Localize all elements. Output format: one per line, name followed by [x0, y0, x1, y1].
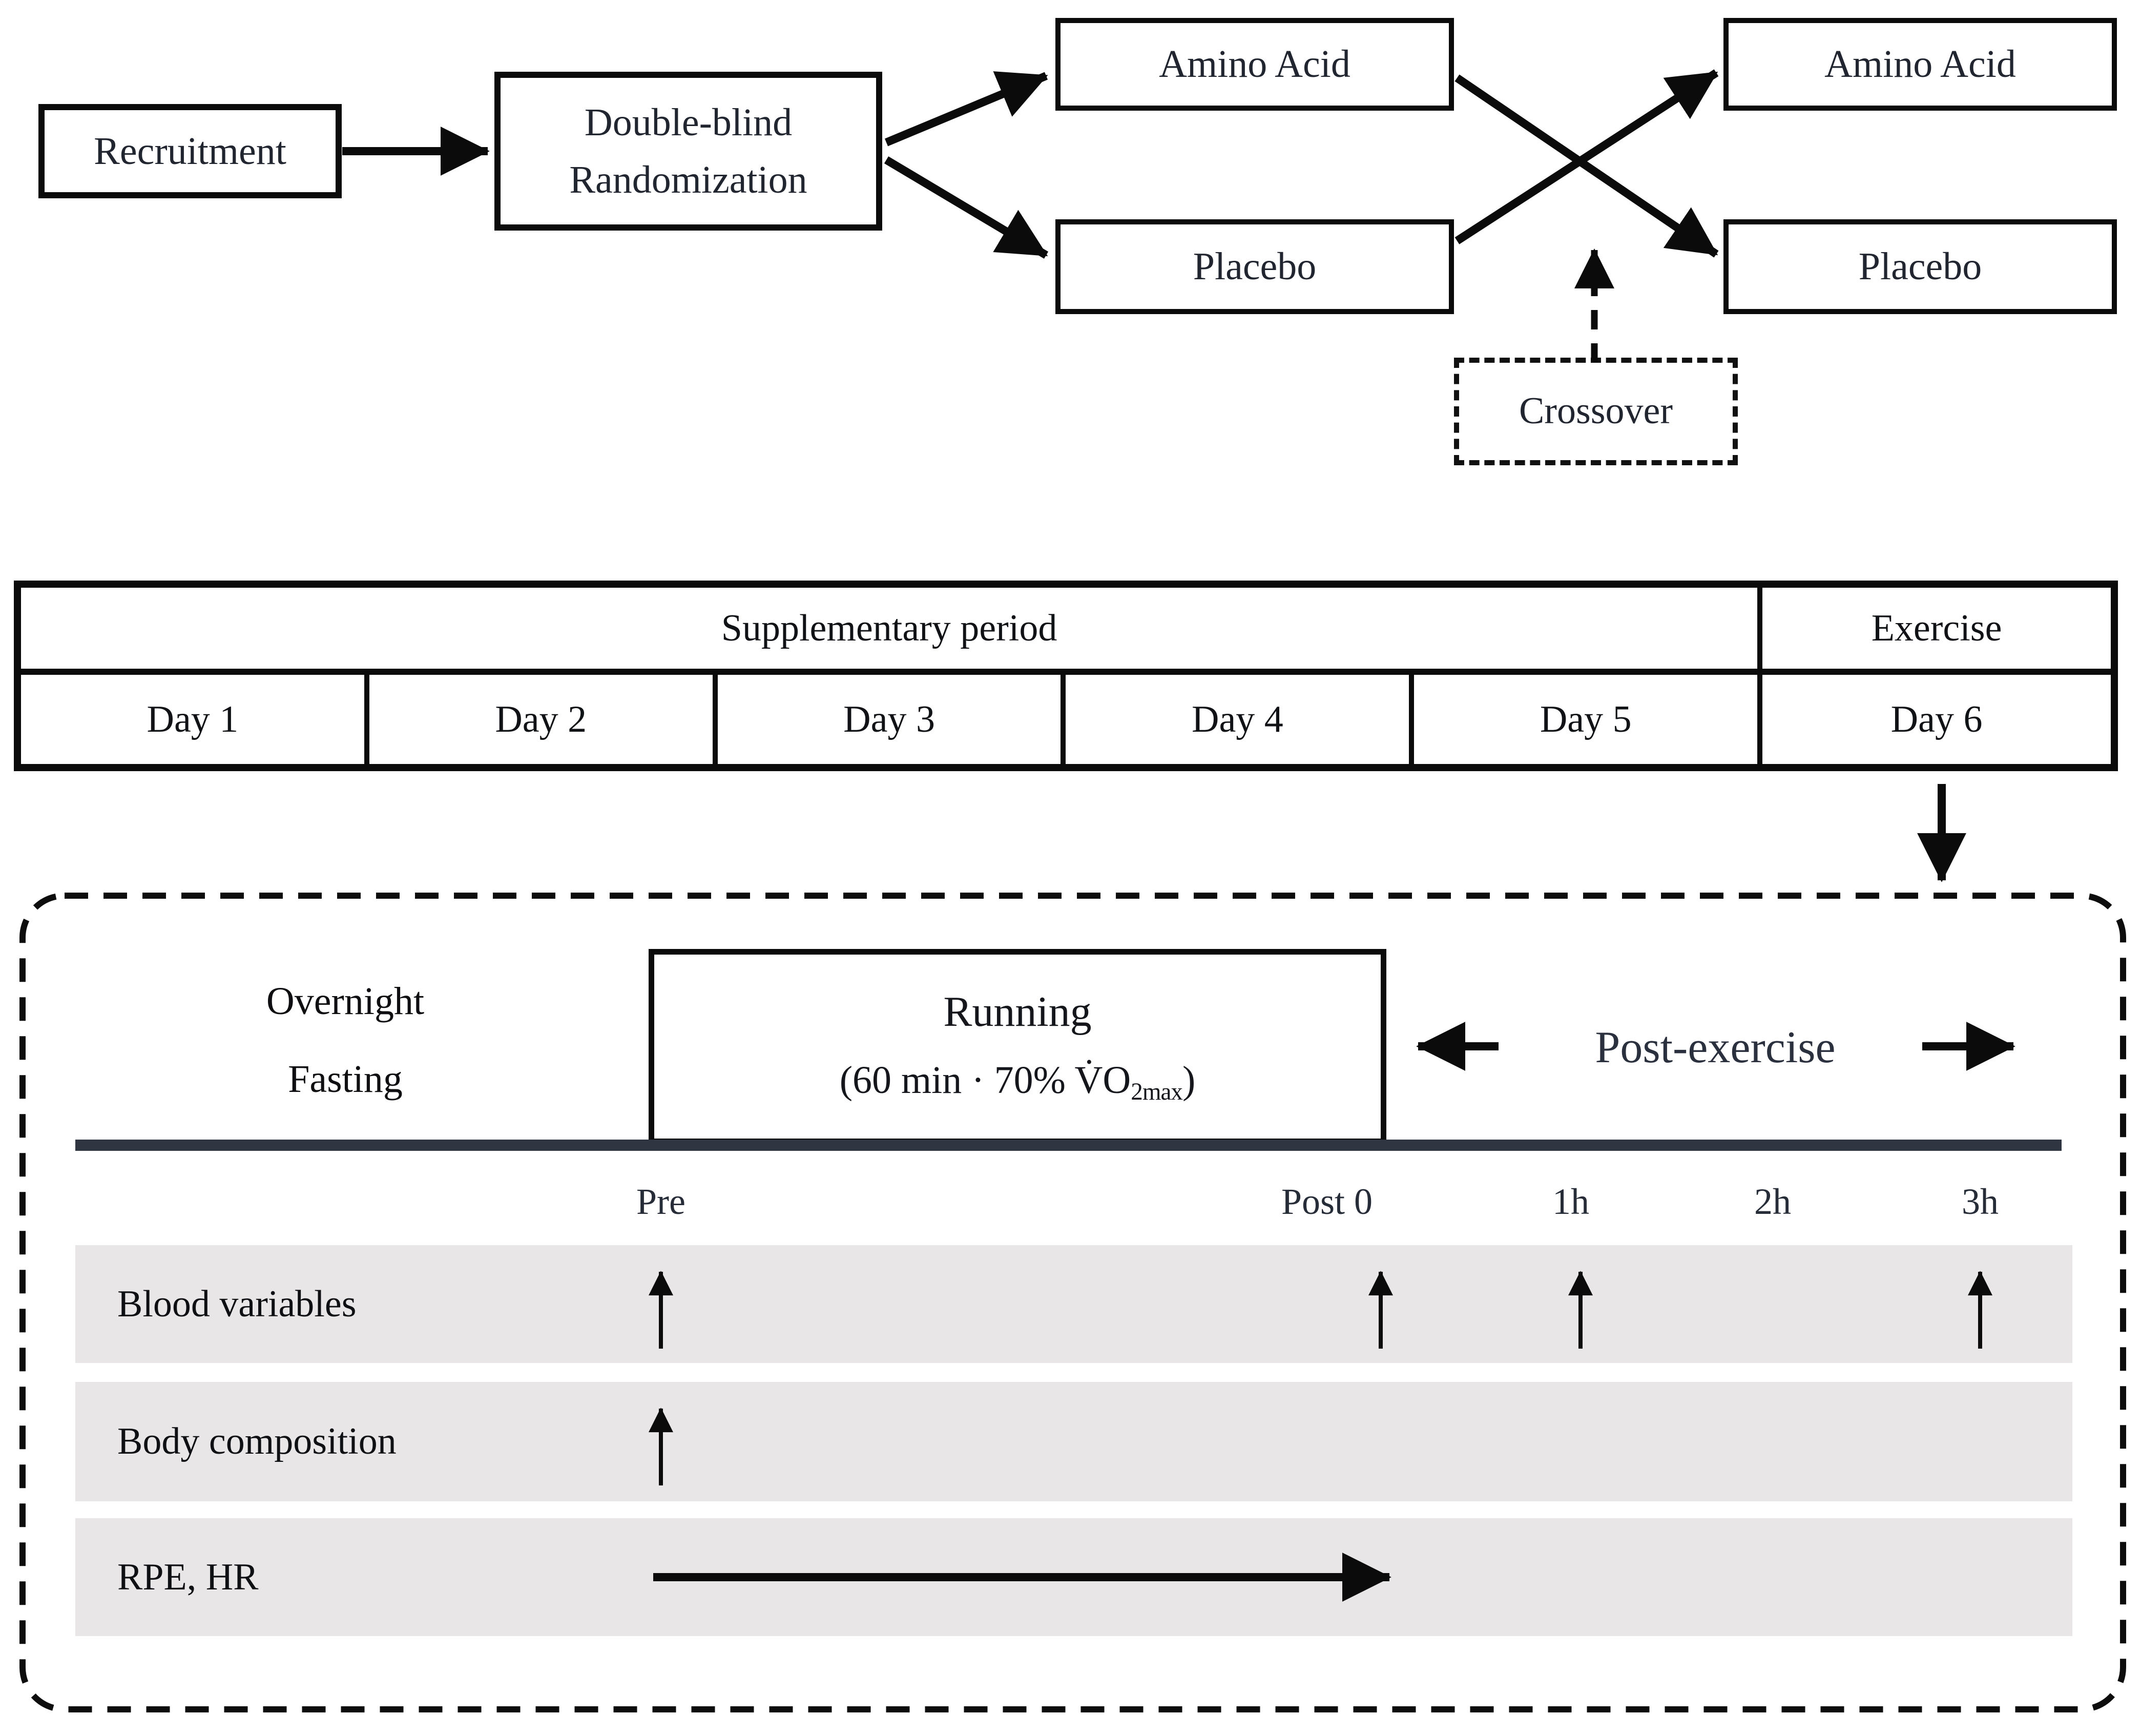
running-detail-suffix: ) — [1182, 1059, 1196, 1102]
timepoint-3h: 3h — [1962, 1181, 1999, 1222]
exercise-label: Exercise — [1871, 607, 2002, 649]
rpe-hr-label: RPE, HR — [117, 1556, 259, 1598]
amino-acid-label: Amino Acid — [1824, 43, 2016, 86]
timepoint-pre: Pre — [636, 1181, 685, 1222]
randomization-label: Double-blind Randomization — [569, 94, 807, 209]
running-detail: (60 min · 70% V̇O2max) — [840, 1058, 1196, 1106]
fasting-line2: Fasting — [288, 1058, 403, 1101]
day-cell: Day 2 — [369, 669, 718, 764]
recruitment-box: Recruitment — [38, 104, 342, 198]
post-exercise-label: Post-exercise — [1595, 1023, 1836, 1072]
recruitment-label: Recruitment — [94, 129, 286, 173]
exercise-cell: Exercise — [1762, 588, 2111, 669]
placebo-box-period1: Placebo — [1055, 219, 1454, 314]
measurement-row-body-composition: Body composition — [75, 1382, 2072, 1501]
day5-label: Day 5 — [1540, 698, 1632, 740]
day4-label: Day 4 — [1192, 698, 1283, 740]
placebo-label: Placebo — [1193, 245, 1317, 288]
timepoint-2h: 2h — [1754, 1181, 1791, 1222]
day-cell: Day 3 — [717, 669, 1066, 764]
day6-label: Day 6 — [1890, 698, 1983, 740]
running-detail-prefix: (60 min · 70% V̇O — [839, 1059, 1131, 1102]
crossover-label: Crossover — [1519, 390, 1673, 432]
day-cell: Day 4 — [1066, 669, 1415, 764]
day3-label: Day 3 — [843, 698, 935, 740]
day2-label: Day 2 — [495, 698, 587, 740]
timepoint-post0: Post 0 — [1281, 1181, 1373, 1222]
arrow-amino-to-placebo-crossover — [1454, 74, 1719, 258]
arrow-placebo-to-amino-crossover — [1454, 69, 1719, 244]
timepoint-1h: 1h — [1552, 1181, 1589, 1222]
day-cell: Day 6 — [1762, 669, 2111, 764]
arrow-randomization-to-placebo — [884, 156, 1049, 259]
running-detail-subscript: 2max — [1131, 1079, 1183, 1106]
randomization-box: Double-blind Randomization — [494, 72, 882, 231]
placebo-box-period2: Placebo — [1723, 219, 2117, 314]
crossover-box: Crossover — [1454, 358, 1738, 465]
measurement-row-blood-variables: Blood variables — [75, 1245, 2072, 1363]
day1-label: Day 1 — [147, 698, 239, 740]
amino-acid-box-period2: Amino Acid — [1723, 18, 2117, 111]
fasting-line1: Overnight — [266, 980, 425, 1023]
supplementary-period-label: Supplementary period — [721, 607, 1057, 649]
schedule-table: Supplementary period Exercise Day 1 Day … — [14, 581, 2118, 771]
running-title: Running — [943, 988, 1092, 1036]
overnight-fasting-label: Overnight Fasting — [140, 962, 550, 1118]
amino-acid-box-period1: Amino Acid — [1055, 18, 1454, 111]
randomization-line1: Double-blind — [584, 100, 793, 144]
day-cell: Day 1 — [21, 669, 369, 764]
supplementary-period-cell: Supplementary period — [21, 588, 1763, 669]
amino-acid-label: Amino Acid — [1159, 43, 1350, 86]
blood-variables-label: Blood variables — [117, 1283, 357, 1325]
randomization-line2: Randomization — [569, 158, 807, 201]
day-cell: Day 5 — [1414, 669, 1763, 764]
placebo-label: Placebo — [1858, 245, 1982, 288]
arrow-randomization-to-amino — [884, 71, 1048, 147]
running-box: Running (60 min · 70% V̇O2max) — [649, 949, 1386, 1144]
measurement-row-rpe-hr: RPE, HR — [75, 1518, 2072, 1636]
body-composition-label: Body composition — [117, 1420, 397, 1462]
